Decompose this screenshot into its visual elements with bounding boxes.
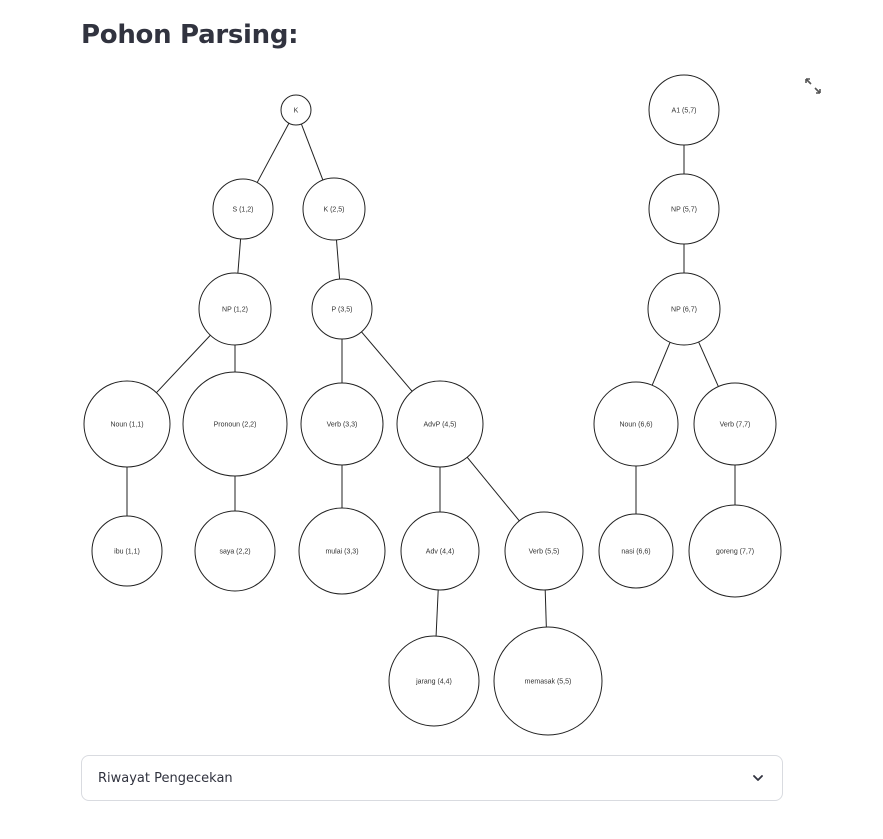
tree-node: Pronoun (2,2)	[182, 371, 288, 477]
tree-node-circle	[648, 74, 720, 146]
tree-node-label: S (1,2)	[232, 207, 253, 214]
tree-node-circle	[648, 173, 720, 245]
tree-node: Verb (3,3)	[300, 382, 384, 466]
tree-node-label: A1 (5,7)	[672, 108, 697, 115]
tree-edge	[361, 331, 413, 392]
tree-node-circle	[298, 507, 386, 595]
tree-edge	[237, 238, 242, 274]
tree-node: goreng (7,7)	[688, 504, 782, 598]
tree-node-circle	[647, 272, 721, 346]
tree-node: NP (6,7)	[647, 272, 721, 346]
tree-node-label: ibu (1,1)	[114, 549, 140, 556]
tree-node: S (1,2)	[212, 178, 274, 240]
tree-node: Verb (5,5)	[504, 511, 584, 591]
tree-node: nasi (6,6)	[598, 513, 674, 589]
tree-node: AdvP (4,5)	[396, 380, 484, 468]
tree-node-circle	[198, 272, 272, 346]
tree-edge	[466, 456, 520, 522]
tree-node: Adv (4,4)	[400, 511, 480, 591]
tree-node-circle	[212, 178, 274, 240]
fullscreen-button[interactable]	[801, 74, 825, 98]
tree-node-circle	[688, 504, 782, 598]
parse-tree-diagram: K S (1,2) K (2,5) NP (1,2) P (3,5) Noun (1,1)…	[83, 74, 782, 736]
tree-node-circle	[396, 380, 484, 468]
tree-node: saya (2,2)	[194, 510, 276, 592]
tree-node: Noun (6,6)	[593, 381, 679, 467]
tree-node-label: Verb (7,7)	[720, 422, 751, 429]
tree-node-label: saya (2,2)	[219, 549, 250, 556]
tree-node-circle	[593, 381, 679, 467]
tree-node-label: nasi (6,6)	[621, 549, 650, 556]
tree-node: K (2,5)	[302, 177, 366, 241]
tree-node: Verb (7,7)	[693, 382, 777, 466]
tree-edge	[300, 123, 324, 181]
tree-node-label: jarang (4,4)	[415, 679, 452, 686]
tree-node: P (3,5)	[311, 278, 373, 340]
tree-node-circle	[91, 515, 163, 587]
tree-node-label: Verb (5,5)	[529, 549, 560, 556]
tree-edge	[156, 334, 211, 393]
tree-edge	[698, 341, 719, 387]
expand-arrows-icon	[805, 78, 821, 94]
tree-node-circle	[400, 511, 480, 591]
tree-node-circle	[693, 382, 777, 466]
tree-node-label: NP (1,2)	[222, 307, 248, 314]
tree-node-circle	[83, 380, 171, 468]
tree-node-label: mulai (3,3)	[325, 549, 358, 556]
tree-node-label: Noun (6,6)	[619, 422, 652, 429]
tree-node-label: K (2,5)	[323, 207, 344, 214]
tree-node-circle	[504, 511, 584, 591]
tree-node-label: goreng (7,7)	[716, 549, 754, 556]
tree-node: mulai (3,3)	[298, 507, 386, 595]
tree-node-label: Pronoun (2,2)	[214, 422, 257, 429]
tree-node-circle	[300, 382, 384, 466]
tree-node-circle	[280, 94, 312, 126]
tree-node: NP (5,7)	[648, 173, 720, 245]
tree-node: K	[280, 94, 312, 126]
tree-node-circle	[194, 510, 276, 592]
tree-node: ibu (1,1)	[91, 515, 163, 587]
tree-node-label: P (3,5)	[332, 307, 353, 314]
tree-node-circle	[311, 278, 373, 340]
tree-node: A1 (5,7)	[648, 74, 720, 146]
tree-node-label: NP (6,7)	[671, 307, 697, 314]
history-expander-label: Riwayat Pengecekan	[98, 771, 233, 786]
tree-node: NP (1,2)	[198, 272, 272, 346]
history-expander[interactable]: Riwayat Pengecekan	[81, 755, 783, 801]
tree-edge	[651, 342, 671, 386]
chevron-down-icon	[753, 775, 763, 781]
tree-node-circle	[598, 513, 674, 589]
tree-node-label: K	[294, 108, 299, 115]
tree-edge	[256, 122, 290, 183]
tree-node-label: NP (5,7)	[671, 207, 697, 214]
tree-node: Noun (1,1)	[83, 380, 171, 468]
tree-edge	[544, 589, 547, 628]
tree-node-circle	[388, 635, 480, 727]
tree-node-circle	[182, 371, 288, 477]
tree-node-label: Adv (4,4)	[426, 549, 454, 556]
tree-node-label: Verb (3,3)	[327, 422, 358, 429]
tree-edge	[435, 589, 439, 637]
tree-node-circle	[493, 626, 603, 736]
tree-node-circle	[302, 177, 366, 241]
tree-edge	[335, 239, 341, 280]
tree-node-label: memasak (5,5)	[525, 679, 572, 686]
tree-node-label: Noun (1,1)	[110, 422, 143, 429]
page-title: Pohon Parsing:	[81, 20, 299, 50]
tree-node-label: AdvP (4,5)	[424, 422, 457, 429]
tree-node: memasak (5,5)	[493, 626, 603, 736]
tree-node: jarang (4,4)	[388, 635, 480, 727]
